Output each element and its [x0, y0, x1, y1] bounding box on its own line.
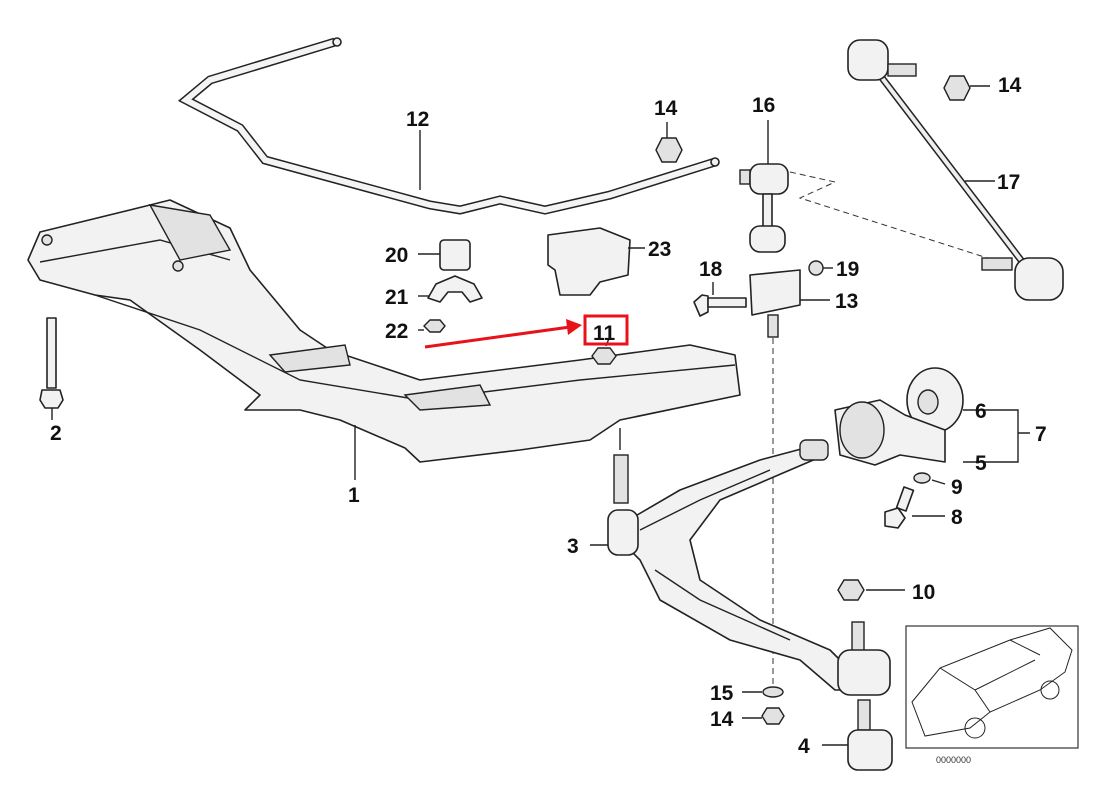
- stabilizer-link-17[interactable]: [847, 39, 1064, 301]
- ball-joint-4[interactable]: [837, 621, 893, 771]
- bolt-2[interactable]: [39, 317, 64, 409]
- callout-16[interactable]: 16: [752, 94, 775, 117]
- callout-7[interactable]: 7: [1035, 423, 1047, 446]
- callout-18[interactable]: 18: [699, 258, 723, 281]
- highlight-arrow-head: [566, 319, 582, 335]
- callout-11[interactable]: 11: [593, 322, 616, 345]
- nut-11[interactable]: [591, 347, 617, 365]
- callout-6[interactable]: 6: [975, 400, 987, 423]
- nut-14-right[interactable]: [943, 75, 971, 101]
- callout-15[interactable]: 15: [710, 682, 734, 705]
- callout-3[interactable]: 3: [567, 535, 579, 558]
- mount-bracket-23[interactable]: [547, 227, 631, 296]
- callout-8[interactable]: 8: [951, 506, 963, 529]
- stabilizer-bushing[interactable]: [423, 239, 483, 333]
- thumbnail-code: 0000000: [936, 755, 971, 765]
- front-axle-carrier[interactable]: [27, 199, 741, 463]
- vehicle-thumbnail: 0000000: [905, 625, 1079, 765]
- nut-19[interactable]: [808, 260, 824, 276]
- callout-9[interactable]: 9: [951, 476, 963, 499]
- bolt-8[interactable]: [884, 486, 915, 529]
- highlight-arrow: [424, 325, 571, 349]
- callout-23[interactable]: 23: [648, 238, 671, 261]
- bolt-18[interactable]: [693, 294, 747, 317]
- washer-15[interactable]: [762, 686, 784, 698]
- callout-14-right[interactable]: 14: [998, 74, 1022, 97]
- washer-9[interactable]: [913, 472, 931, 484]
- nut-10[interactable]: [837, 579, 865, 601]
- control-arm[interactable]: [619, 439, 861, 691]
- stabilizer-link[interactable]: [739, 163, 801, 338]
- ball-joint-3[interactable]: [607, 454, 639, 556]
- callout-19[interactable]: 19: [836, 258, 859, 281]
- callout-4[interactable]: 4: [798, 735, 810, 758]
- callout-2[interactable]: 2: [50, 422, 62, 445]
- callout-22[interactable]: 22: [385, 320, 408, 343]
- callout-12[interactable]: 12: [406, 108, 429, 131]
- callout-20[interactable]: 20: [385, 244, 408, 267]
- callout-labels: 1 2 3 4 5 6 7 8 9 10 11 12 13 14 14 14 1…: [50, 74, 1047, 758]
- callout-17[interactable]: 17: [997, 171, 1020, 194]
- callout-10[interactable]: 10: [912, 581, 935, 604]
- callout-1[interactable]: 1: [348, 484, 360, 507]
- highlight-box: [583, 314, 629, 346]
- callout-5[interactable]: 5: [975, 452, 987, 475]
- callout-14-bottom[interactable]: 14: [710, 708, 734, 731]
- control-arm-bushing[interactable]: [834, 367, 964, 466]
- callout-21[interactable]: 21: [385, 286, 409, 309]
- stabilizer-bar[interactable]: [177, 37, 720, 215]
- callout-14-top[interactable]: 14: [654, 97, 678, 120]
- nut-14-bottom[interactable]: [761, 707, 785, 725]
- callout-13[interactable]: 13: [835, 290, 858, 313]
- nut-14-top[interactable]: [655, 137, 683, 163]
